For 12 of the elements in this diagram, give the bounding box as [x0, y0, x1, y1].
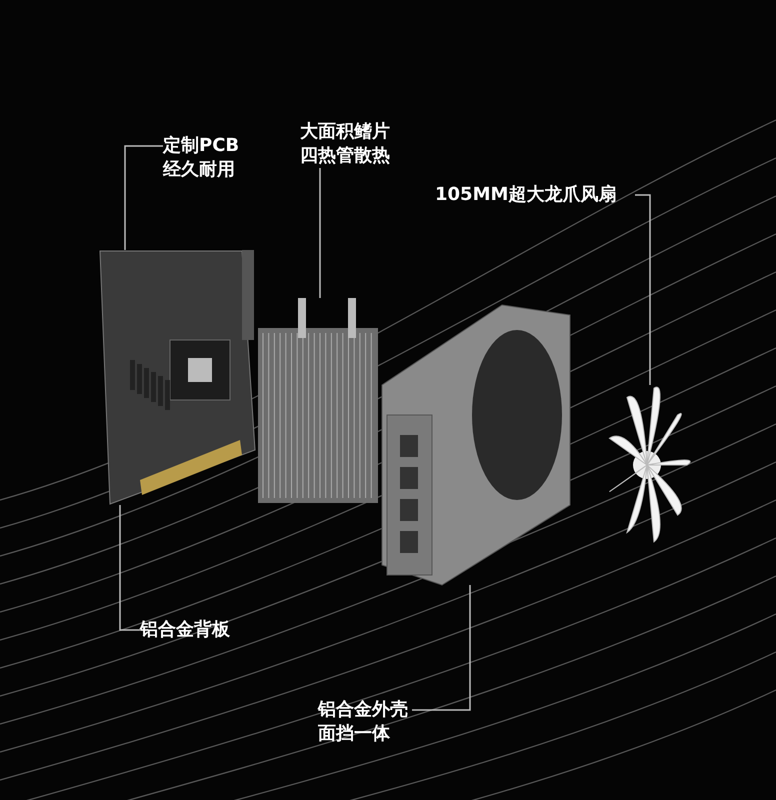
callout-text: 铝合金外壳面挡一体 [318, 698, 409, 746]
leader-line [119, 505, 140, 631]
leader-line [412, 585, 471, 711]
leader-line [635, 194, 651, 385]
circuit-board-drawing [100, 250, 255, 505]
callout-text: 定制PCB经久耐用 [163, 134, 240, 182]
heatsink-drawing [258, 298, 378, 503]
leader-line [319, 168, 321, 298]
leader-line [124, 145, 163, 250]
callout-text: 105MM超大龙爪风扇 [435, 183, 618, 207]
callout-text: 铝合金背板 [140, 618, 231, 642]
callout-text: 大面积鳍片四热管散热 [300, 120, 391, 168]
